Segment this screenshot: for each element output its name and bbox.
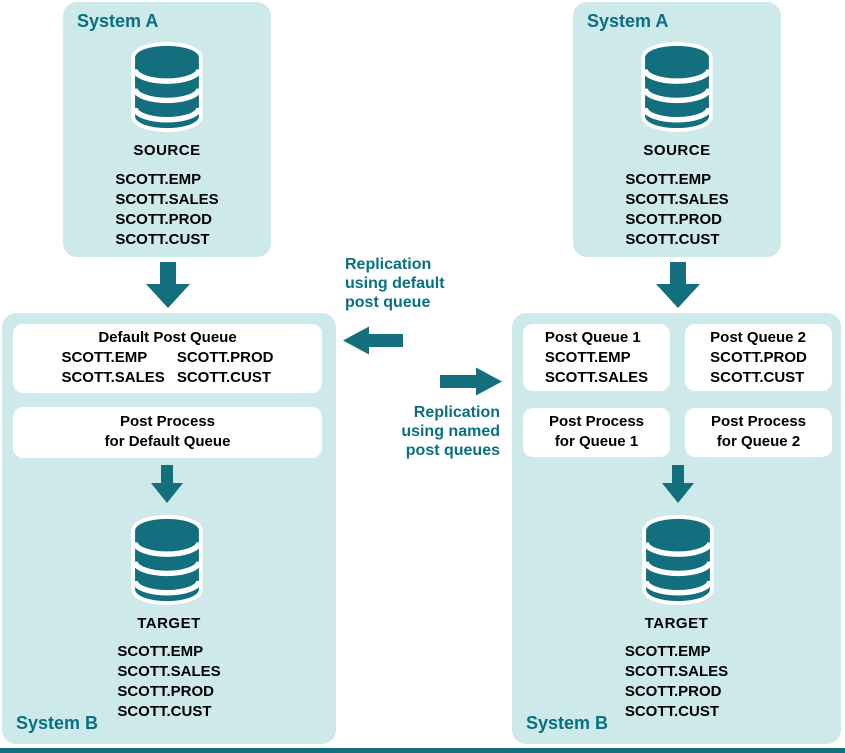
arrow-down-icon [151, 465, 183, 503]
right-system-b-title: System B [526, 713, 609, 733]
post-queue-1-title: Post Queue 1 [544, 329, 641, 346]
table-name: SCOTT.PROD [625, 211, 722, 228]
target-table-list: SCOTT.EMP SCOTT.SALES SCOTT.PROD SCOTT.C… [117, 642, 220, 722]
table-name: SCOTT.CUST [176, 369, 271, 386]
table-name: SCOTT.PROD [115, 211, 212, 228]
source-label: SOURCE [643, 142, 711, 159]
queue-column-1: SCOTT.EMP SCOTT.SALES [61, 348, 164, 388]
label-line: post queue [345, 294, 431, 311]
arrow-down-icon [656, 262, 700, 308]
table-name: SCOTT.SALES [115, 191, 219, 208]
source-table-list: SCOTT.EMP SCOTT.SALES SCOTT.PROD SCOTT.C… [625, 170, 728, 250]
database-icon [131, 515, 203, 605]
queue-column-2: SCOTT.PROD SCOTT.CUST [177, 348, 274, 388]
post-process-2-box: Post Process for Queue 2 [685, 408, 832, 457]
arrow-right-icon [440, 367, 502, 396]
label-line: post queues [405, 442, 500, 459]
label-line: using named [401, 423, 500, 440]
right-system-b-panel: Post Queue 1 SCOTT.EMP SCOTT.SALES Post … [512, 313, 841, 744]
table-name: SCOTT.CUST [115, 231, 210, 248]
table-name: SCOTT.PROD [624, 683, 722, 700]
right-system-a-panel: System A SOURCE SCOTT.EMP SCOTT.SALES SC… [573, 2, 781, 257]
table-name: SCOTT.PROD [176, 349, 274, 366]
arrow-down-icon [662, 465, 694, 503]
default-post-queue-title: Default Post Queue [98, 329, 237, 346]
source-table-list: SCOTT.EMP SCOTT.SALES SCOTT.PROD SCOTT.C… [115, 170, 218, 250]
post-process-1-box: Post Process for Queue 1 [523, 408, 670, 457]
left-system-a-panel: System A SOURCE SCOTT.EMP SCOTT.SALES SC… [63, 2, 271, 257]
table-name: SCOTT.PROD [710, 349, 807, 366]
source-label: SOURCE [133, 142, 201, 159]
table-name: SCOTT.EMP [115, 171, 202, 188]
post-process-line: Post Process [548, 413, 645, 430]
target-label: TARGET [137, 615, 201, 632]
post-process-box: Post Process for Default Queue [13, 407, 322, 458]
label-line: Replication [345, 256, 432, 273]
table-name: SCOTT.EMP [61, 349, 148, 366]
post-process-line: for Default Queue [104, 433, 231, 450]
table-name: SCOTT.PROD [117, 683, 214, 700]
table-name: SCOTT.SALES [624, 663, 729, 680]
database-icon [642, 515, 714, 605]
post-process-line: for Queue 1 [554, 433, 639, 450]
post-process-line: Post Process [119, 413, 216, 430]
post-queue-2-title: Post Queue 2 [710, 329, 807, 346]
database-icon [641, 42, 713, 132]
table-name: SCOTT.CUST [117, 703, 212, 720]
left-system-a-title: System A [77, 11, 159, 31]
table-name: SCOTT.EMP [624, 643, 711, 660]
replication-default-label: Replication using default post queue [345, 255, 445, 312]
post-process-line: for Queue 2 [716, 433, 801, 450]
right-system-a-title: System A [587, 11, 669, 31]
table-name: SCOTT.CUST [710, 369, 805, 386]
post-queue-1-box: Post Queue 1 SCOTT.EMP SCOTT.SALES [523, 324, 670, 391]
left-system-b-panel: Default Post Queue SCOTT.EMP SCOTT.SALES… [2, 313, 336, 744]
table-name: SCOTT.EMP [625, 171, 712, 188]
post-process-line: Post Process [710, 413, 807, 430]
table-name: SCOTT.CUST [624, 703, 719, 720]
table-name: SCOTT.SALES [61, 369, 165, 386]
table-name: SCOTT.SALES [544, 369, 649, 386]
table-name: SCOTT.SALES [117, 663, 221, 680]
table-name: SCOTT.EMP [117, 643, 204, 660]
label-line: Replication [413, 404, 500, 421]
replication-named-label: Replication using named post queues [300, 403, 500, 460]
database-icon [131, 42, 203, 132]
target-table-list: SCOTT.EMP SCOTT.SALES SCOTT.PROD SCOTT.C… [625, 642, 728, 722]
arrow-left-icon [343, 326, 403, 355]
bottom-border-bar [0, 748, 845, 753]
target-label: TARGET [644, 615, 709, 632]
label-line: using default [345, 275, 445, 292]
default-post-queue-box: Default Post Queue SCOTT.EMP SCOTT.SALES… [13, 324, 322, 393]
post-queue-2-box: Post Queue 2 SCOTT.PROD SCOTT.CUST [685, 324, 832, 391]
table-name: SCOTT.CUST [625, 231, 720, 248]
left-system-b-title: System B [16, 713, 99, 733]
arrow-down-icon [146, 262, 190, 308]
table-name: SCOTT.SALES [625, 191, 729, 208]
table-name: SCOTT.EMP [544, 349, 631, 366]
